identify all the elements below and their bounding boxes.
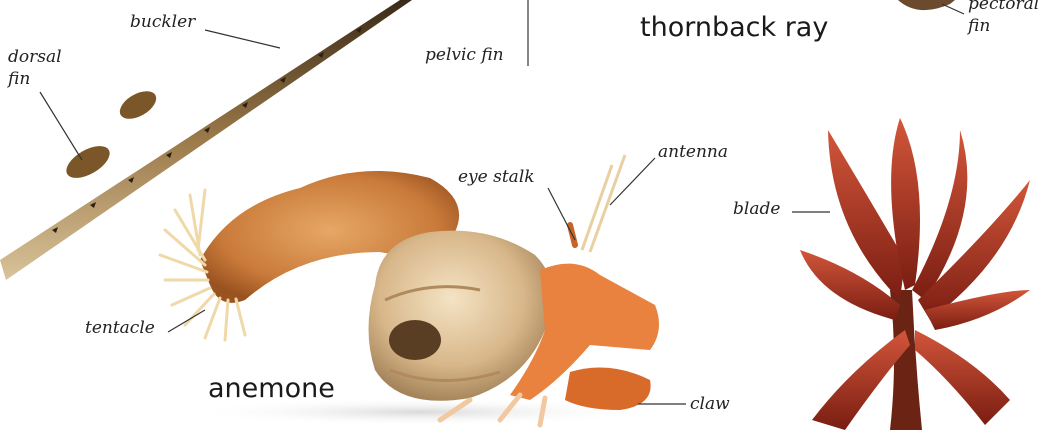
shell-opening [389, 320, 441, 360]
dorsal-fin-leader [40, 92, 82, 160]
buckler-leader [205, 30, 280, 48]
label-dorsal-fin-line1: dorsal [8, 48, 62, 67]
pectoral-fin-leader [942, 4, 964, 14]
dorsal-fin-shape [115, 85, 161, 124]
red-seaweed [800, 118, 1030, 430]
label-dorsal-fin-line2: fin [8, 70, 30, 89]
label-pectoral-fin-line2: fin [968, 17, 990, 36]
title-thornback-ray: thornback ray [640, 13, 828, 43]
label-pectoral-fin-line1: pectoral [968, 0, 1039, 14]
label-pelvic-fin: pelvic fin [425, 46, 504, 65]
title-anemone: anemone [208, 374, 335, 404]
pectoral-fin-shape [898, 0, 955, 10]
label-claw: claw [690, 395, 730, 414]
label-antenna: antenna [658, 143, 728, 162]
tentacle-leader [168, 310, 205, 332]
label-eye-stalk: eye stalk [458, 168, 535, 187]
label-blade: blade [733, 200, 780, 219]
label-tentacle: tentacle [85, 319, 155, 338]
dorsal-fin-shape [61, 140, 115, 185]
label-buckler: buckler [130, 13, 195, 32]
crab-claw [565, 368, 651, 411]
eye-stalk-leader [548, 188, 575, 240]
